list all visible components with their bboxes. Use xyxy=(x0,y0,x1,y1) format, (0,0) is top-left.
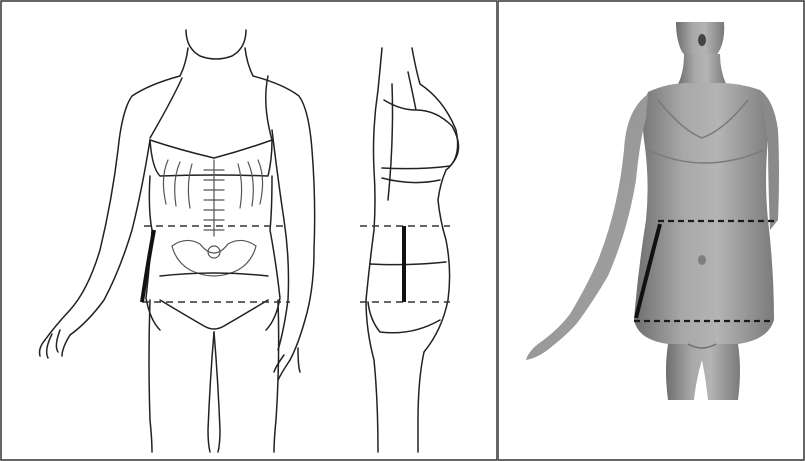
side-bra xyxy=(382,72,459,169)
front-bra-top xyxy=(150,140,272,158)
side-bra-band xyxy=(382,178,440,183)
front-right-leg-outer xyxy=(274,300,279,452)
scan-mouth xyxy=(698,34,706,46)
scan-left-arm xyxy=(526,94,648,360)
scan-torso xyxy=(634,83,774,344)
front-left-hand xyxy=(40,330,70,358)
front-bra-straps xyxy=(150,76,272,140)
front-left-arm-inner xyxy=(70,140,150,335)
side-front-outline xyxy=(412,48,458,452)
scan-neck xyxy=(678,54,726,84)
front-figure xyxy=(40,30,315,452)
left-panel-border xyxy=(1,1,497,460)
left-panel xyxy=(0,0,498,461)
scan-legs xyxy=(666,344,740,400)
front-measure-line xyxy=(142,230,154,302)
side-briefs-bottom xyxy=(368,302,440,333)
side-arm xyxy=(388,84,393,200)
front-head-chin xyxy=(186,30,246,59)
side-figure xyxy=(360,48,459,452)
front-right-arm-outer xyxy=(245,48,315,360)
front-inner-leg-left xyxy=(208,332,214,452)
scan-body xyxy=(526,22,779,400)
right-panel xyxy=(498,0,805,461)
line-drawing-canvas xyxy=(0,0,498,461)
side-briefs-top xyxy=(370,262,446,265)
scan-canvas xyxy=(498,0,805,461)
front-briefs-legs xyxy=(160,300,268,329)
front-inner-leg-right xyxy=(214,332,220,452)
scan-navel xyxy=(698,255,706,265)
front-left-arm-outer xyxy=(45,48,188,340)
front-left-leg-outer xyxy=(149,300,152,452)
side-back-outline xyxy=(366,48,382,452)
